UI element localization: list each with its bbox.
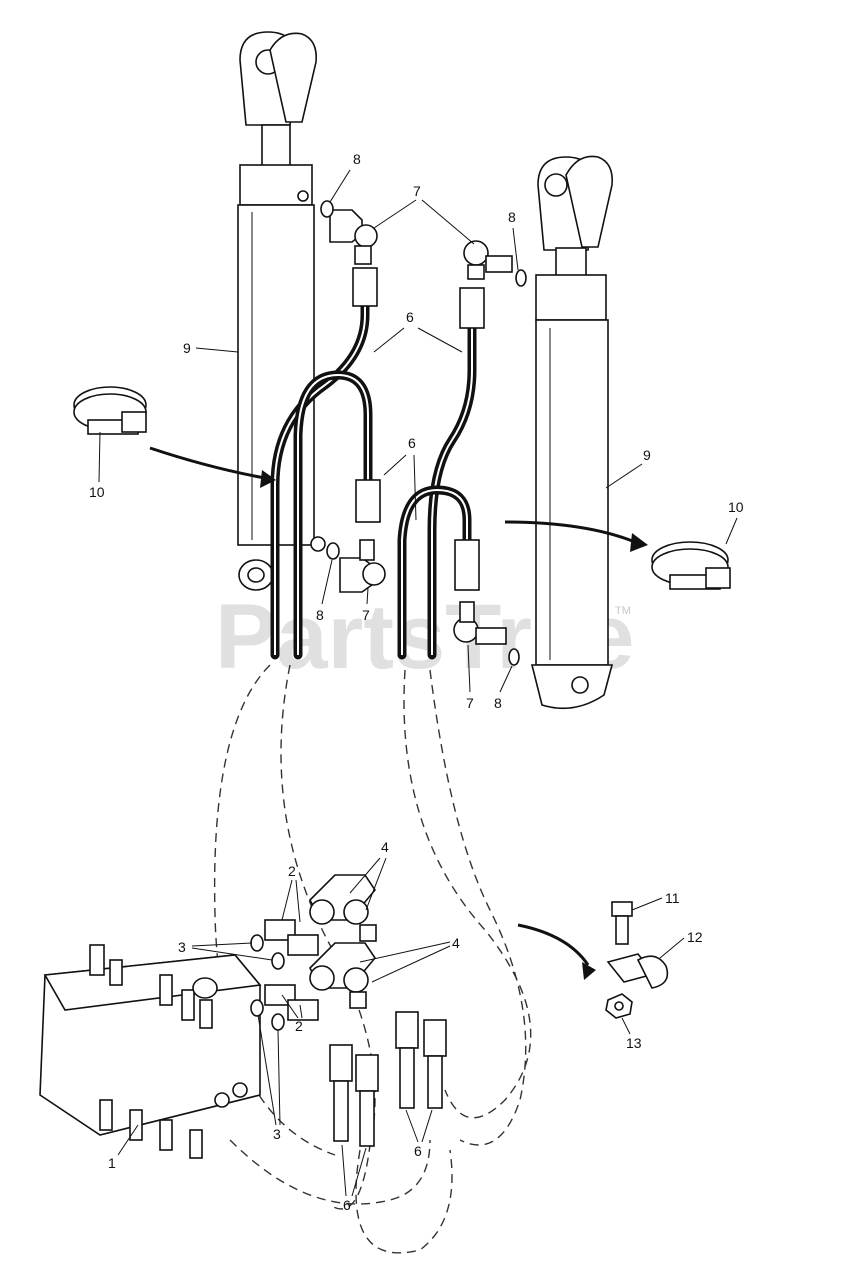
hose-left-inner[interactable]: [293, 370, 381, 660]
callout-c10b: 10: [728, 499, 744, 515]
hose-right-outer[interactable]: [427, 287, 485, 660]
clamp-arrow-right: [504, 520, 636, 544]
adapter-fittings-lower[interactable]: [250, 984, 319, 1031]
callout-c2a: 2: [288, 863, 296, 879]
callout-c6b: 6: [408, 435, 416, 451]
callout-c9a: 9: [183, 340, 191, 356]
elbow-fitting-top-left[interactable]: [329, 209, 378, 265]
callout-c11: 11: [665, 890, 680, 906]
tee-fittings-upper[interactable]: [309, 874, 377, 942]
right-hydraulic-cylinder[interactable]: [530, 155, 614, 710]
callout-c3b: 3: [273, 1126, 281, 1142]
callout-c6a: 6: [406, 309, 414, 325]
callout-c8a: 8: [353, 151, 361, 167]
hardware-arrow: [517, 923, 590, 966]
callout-c2b: 2: [295, 1018, 303, 1034]
callout-c12: 12: [687, 929, 703, 945]
nut[interactable]: [605, 993, 633, 1019]
callout-c8b: 8: [508, 209, 516, 225]
elbow-fitting-top-right[interactable]: [463, 240, 513, 280]
control-valve[interactable]: [39, 944, 262, 1159]
callout-c3a: 3: [178, 939, 186, 955]
hose-clamp-right[interactable]: [651, 541, 731, 590]
callout-c8c: 8: [316, 607, 324, 623]
callout-c4b: 4: [452, 935, 460, 951]
hose-ends-lower[interactable]: [329, 1011, 447, 1147]
clamp-arrow-left: [149, 446, 266, 480]
left-hydraulic-cylinder[interactable]: [237, 31, 326, 591]
callout-c7a: 7: [413, 183, 421, 199]
adapter-fittings-upper[interactable]: [250, 919, 319, 970]
hose-right-inner[interactable]: [397, 485, 480, 660]
callout-c6d: 6: [343, 1197, 351, 1213]
callout-c7b: 7: [362, 607, 370, 623]
bolt[interactable]: [611, 901, 633, 945]
callout-c6c: 6: [414, 1143, 422, 1159]
o-ring-lower-left[interactable]: [326, 542, 340, 560]
callout-c13: 13: [626, 1035, 642, 1051]
callout-c1: 1: [108, 1155, 116, 1171]
callout-labels: 1 2 2 3 3 4 4 6 6 6 6 7 7: [89, 151, 744, 1213]
callout-c7c: 7: [466, 695, 474, 711]
hose-clamp-left[interactable]: [73, 386, 147, 435]
o-ring-lower-right[interactable]: [508, 648, 520, 666]
elbow-fitting-lower-left[interactable]: [339, 539, 386, 593]
watermark-tm: TM: [615, 605, 631, 617]
callout-c8d: 8: [494, 695, 502, 711]
elbow-fitting-lower-right[interactable]: [453, 601, 507, 645]
hose-clip[interactable]: [606, 953, 669, 989]
callout-c10a: 10: [89, 484, 105, 500]
o-ring-top-right[interactable]: [515, 269, 527, 287]
hose-left-outer[interactable]: [270, 267, 378, 660]
callout-c4a: 4: [381, 839, 389, 855]
callout-c9b: 9: [643, 447, 651, 463]
tee-fittings-lower[interactable]: [309, 942, 376, 1009]
o-ring-top-left[interactable]: [320, 200, 334, 218]
